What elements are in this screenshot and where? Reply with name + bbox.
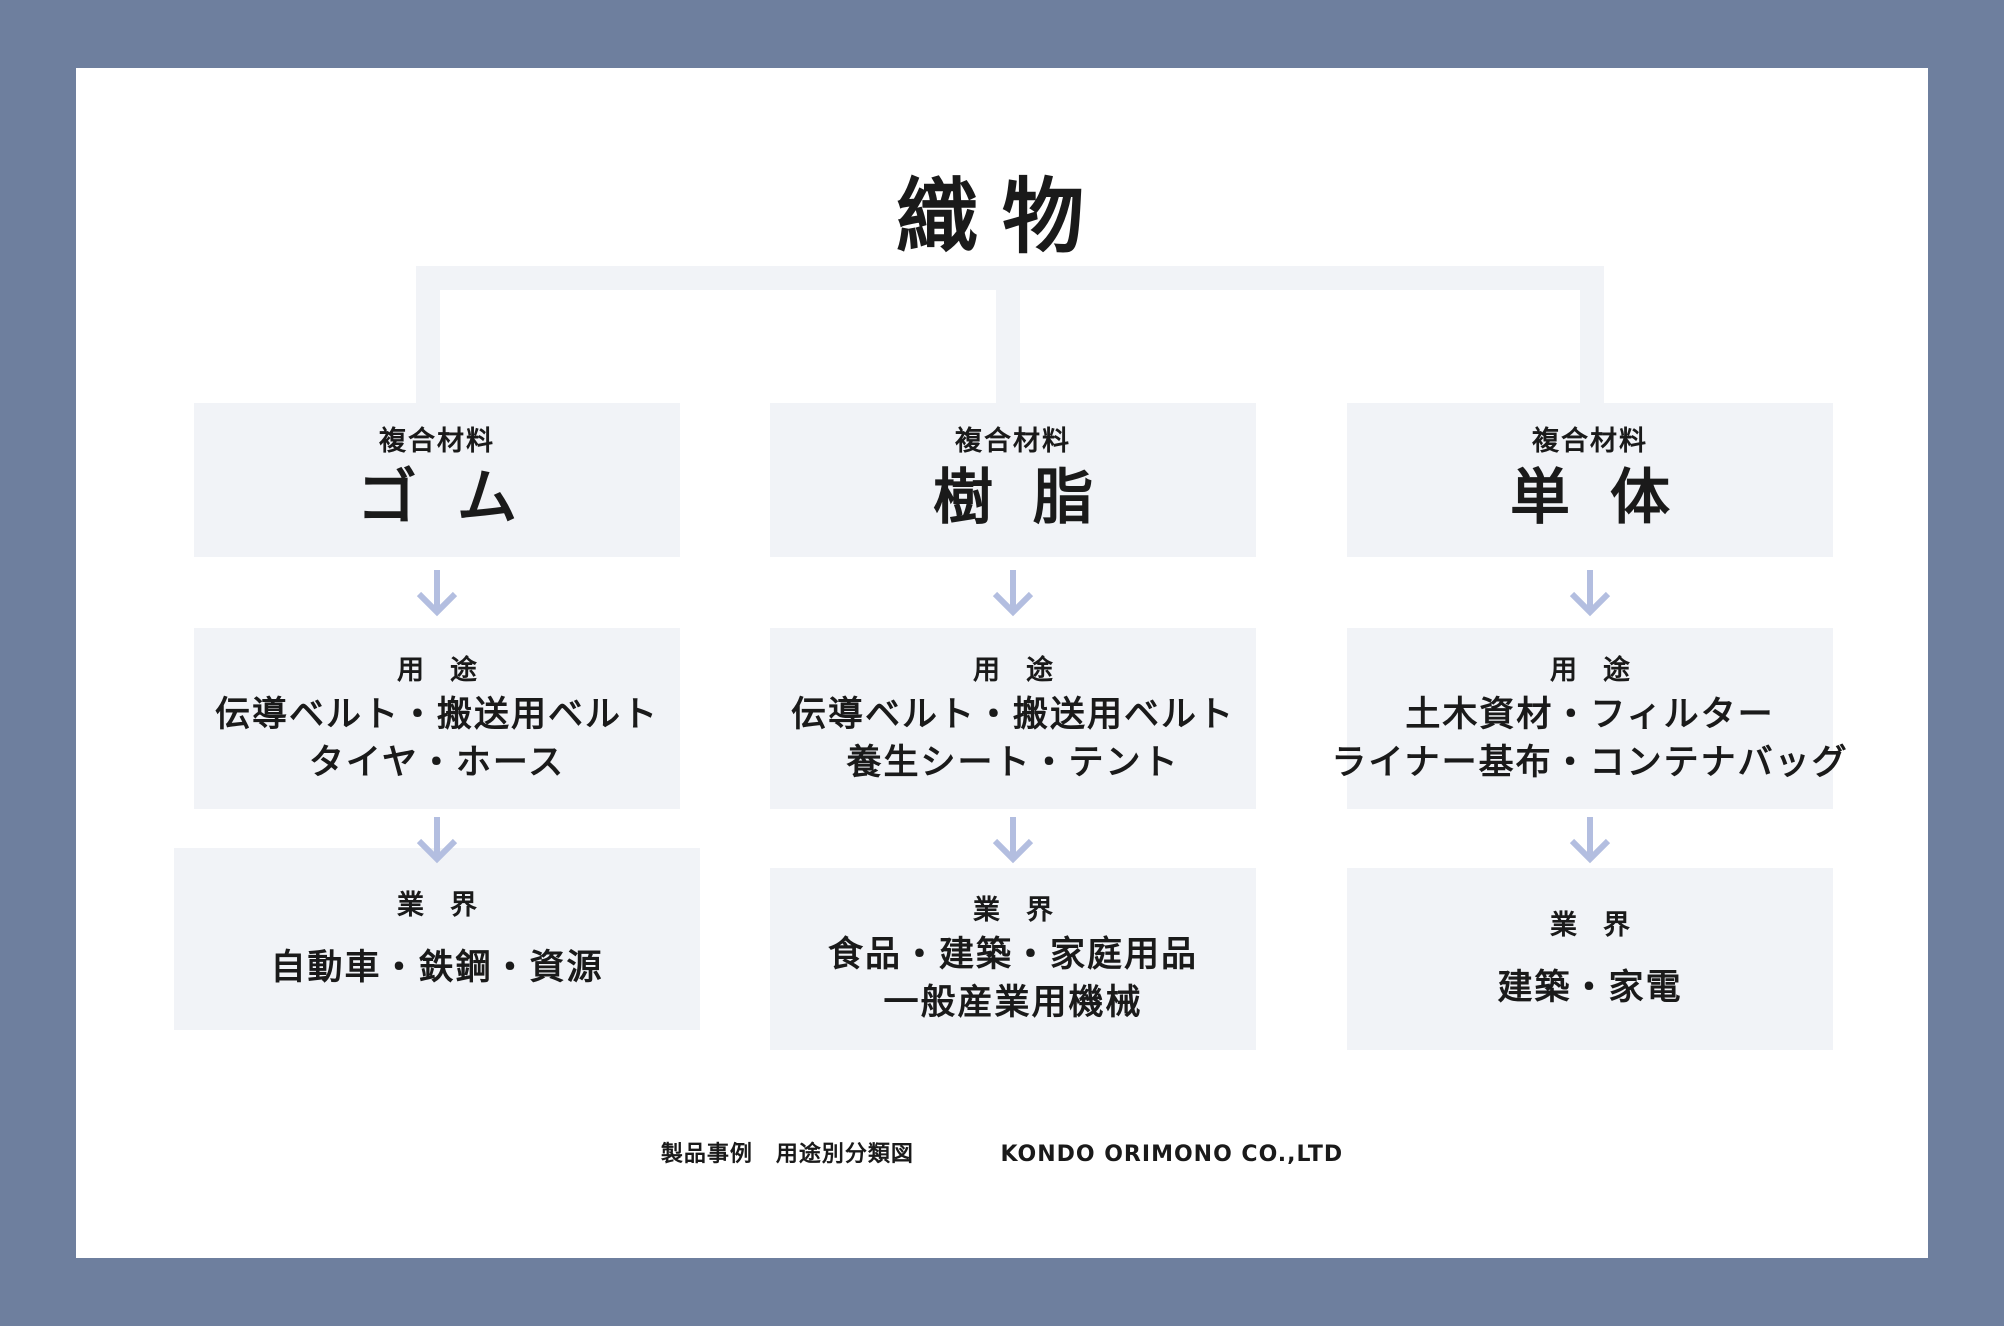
material-name: 樹脂: [933, 463, 1133, 533]
industry-line: 建築・家電: [1497, 968, 1683, 1008]
industry-line: 自動車・鉄鋼・資源: [270, 948, 604, 988]
industry-box-resin: 業界 食品・建築・家庭用品 一般産業用機械: [770, 868, 1256, 1050]
industry-label: 業界: [973, 895, 1079, 926]
industry-list: 自動車・鉄鋼・資源: [270, 944, 603, 992]
use-line: 伝導ベルト・搬送用ベルト: [790, 694, 1235, 735]
industry-list: 建築・家電: [1497, 964, 1682, 1012]
industry-line: 食品・建築・家庭用品: [827, 935, 1198, 975]
arrow-down-icon: [1569, 570, 1611, 617]
arrow-down-icon: [416, 570, 458, 617]
use-box-single: 用途 土木資材・フィルター ライナー基布・コンテナバッグ: [1331, 628, 1847, 809]
use-line: 土木資材・フィルター: [1405, 694, 1775, 735]
arrow-down-icon: [992, 817, 1034, 864]
arrow-down-icon: [992, 570, 1034, 617]
use-line: タイヤ・ホース: [308, 742, 566, 783]
material-label: 複合材料: [955, 426, 1071, 457]
use-box-resin: 用途 伝導ベルト・搬送用ベルト 養生シート・テント: [770, 628, 1256, 809]
material-name: 単体: [1510, 463, 1710, 533]
material-label: 複合材料: [1532, 426, 1648, 457]
industry-line: 一般産業用機械: [883, 983, 1143, 1023]
diagram-card: 織物 複合材料 ゴム 用途 伝導ベルト・搬送用ベルト タイヤ・ホース 業界 自動…: [76, 68, 1928, 1258]
material-box-resin: 複合材料 樹脂: [770, 403, 1256, 557]
use-list: 伝導ベルト・搬送用ベルト 養生シート・テント: [791, 691, 1235, 787]
footer: 製品事例 用途別分類図 KONDO ORIMONO CO.,LTD: [76, 1136, 1928, 1168]
use-list: 伝導ベルト・搬送用ベルト タイヤ・ホース: [215, 691, 659, 787]
material-name: ゴム: [357, 463, 557, 533]
use-label: 用途: [1550, 654, 1656, 686]
industry-box-rubber: 業界 自動車・鉄鋼・資源: [174, 848, 700, 1030]
industry-label: 業界: [397, 890, 503, 921]
arrow-down-icon: [1569, 817, 1611, 864]
use-box-rubber: 用途 伝導ベルト・搬送用ベルト タイヤ・ホース: [194, 628, 680, 809]
footer-company: KONDO ORIMONO CO.,LTD: [1000, 1142, 1344, 1167]
material-box-single: 複合材料 単体: [1347, 403, 1833, 557]
arrow-down-icon: [416, 817, 458, 864]
use-line: 伝導ベルト・搬送用ベルト: [214, 694, 659, 735]
use-list: 土木資材・フィルター ライナー基布・コンテナバッグ: [1331, 691, 1848, 787]
use-label: 用途: [397, 654, 503, 686]
industry-label: 業界: [1550, 910, 1656, 941]
material-label: 複合材料: [379, 426, 495, 457]
industry-list: 食品・建築・家庭用品 一般産業用機械: [828, 931, 1198, 1027]
use-line: 養生シート・テント: [846, 742, 1180, 783]
industry-box-single: 業界 建築・家電: [1347, 868, 1833, 1050]
diagram-title: 織物: [895, 170, 1108, 265]
footer-caption: 製品事例 用途別分類図: [660, 1142, 914, 1167]
use-line: ライナー基布・コンテナバッグ: [1331, 742, 1849, 783]
use-label: 用途: [973, 654, 1079, 686]
material-box-rubber: 複合材料 ゴム: [194, 403, 680, 557]
